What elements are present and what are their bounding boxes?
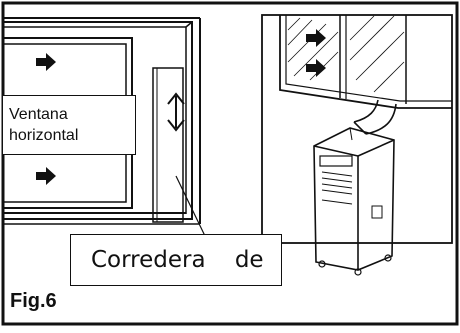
arrow-right-icon bbox=[36, 167, 56, 185]
arrow-right-icon bbox=[306, 59, 326, 77]
callout-window-line1: Ventana bbox=[9, 106, 68, 123]
window-closeup bbox=[3, 17, 206, 237]
arrow-right-icon bbox=[36, 53, 56, 71]
callout-window-line2: horizontal bbox=[9, 127, 79, 144]
double-arrow-vertical-icon bbox=[167, 92, 185, 132]
arrow-right-icon bbox=[306, 29, 326, 47]
callout-slider: Corredera de bbox=[70, 234, 282, 286]
callout-slider-text: Corredera de bbox=[91, 247, 264, 273]
figure-label: Fig.6 bbox=[10, 290, 57, 312]
portable-air-conditioner-icon bbox=[313, 127, 395, 276]
outer-frame bbox=[1, 1, 459, 326]
installation-view bbox=[261, 14, 453, 244]
callout-horizontal-window: Ventana horizontal bbox=[2, 95, 136, 155]
